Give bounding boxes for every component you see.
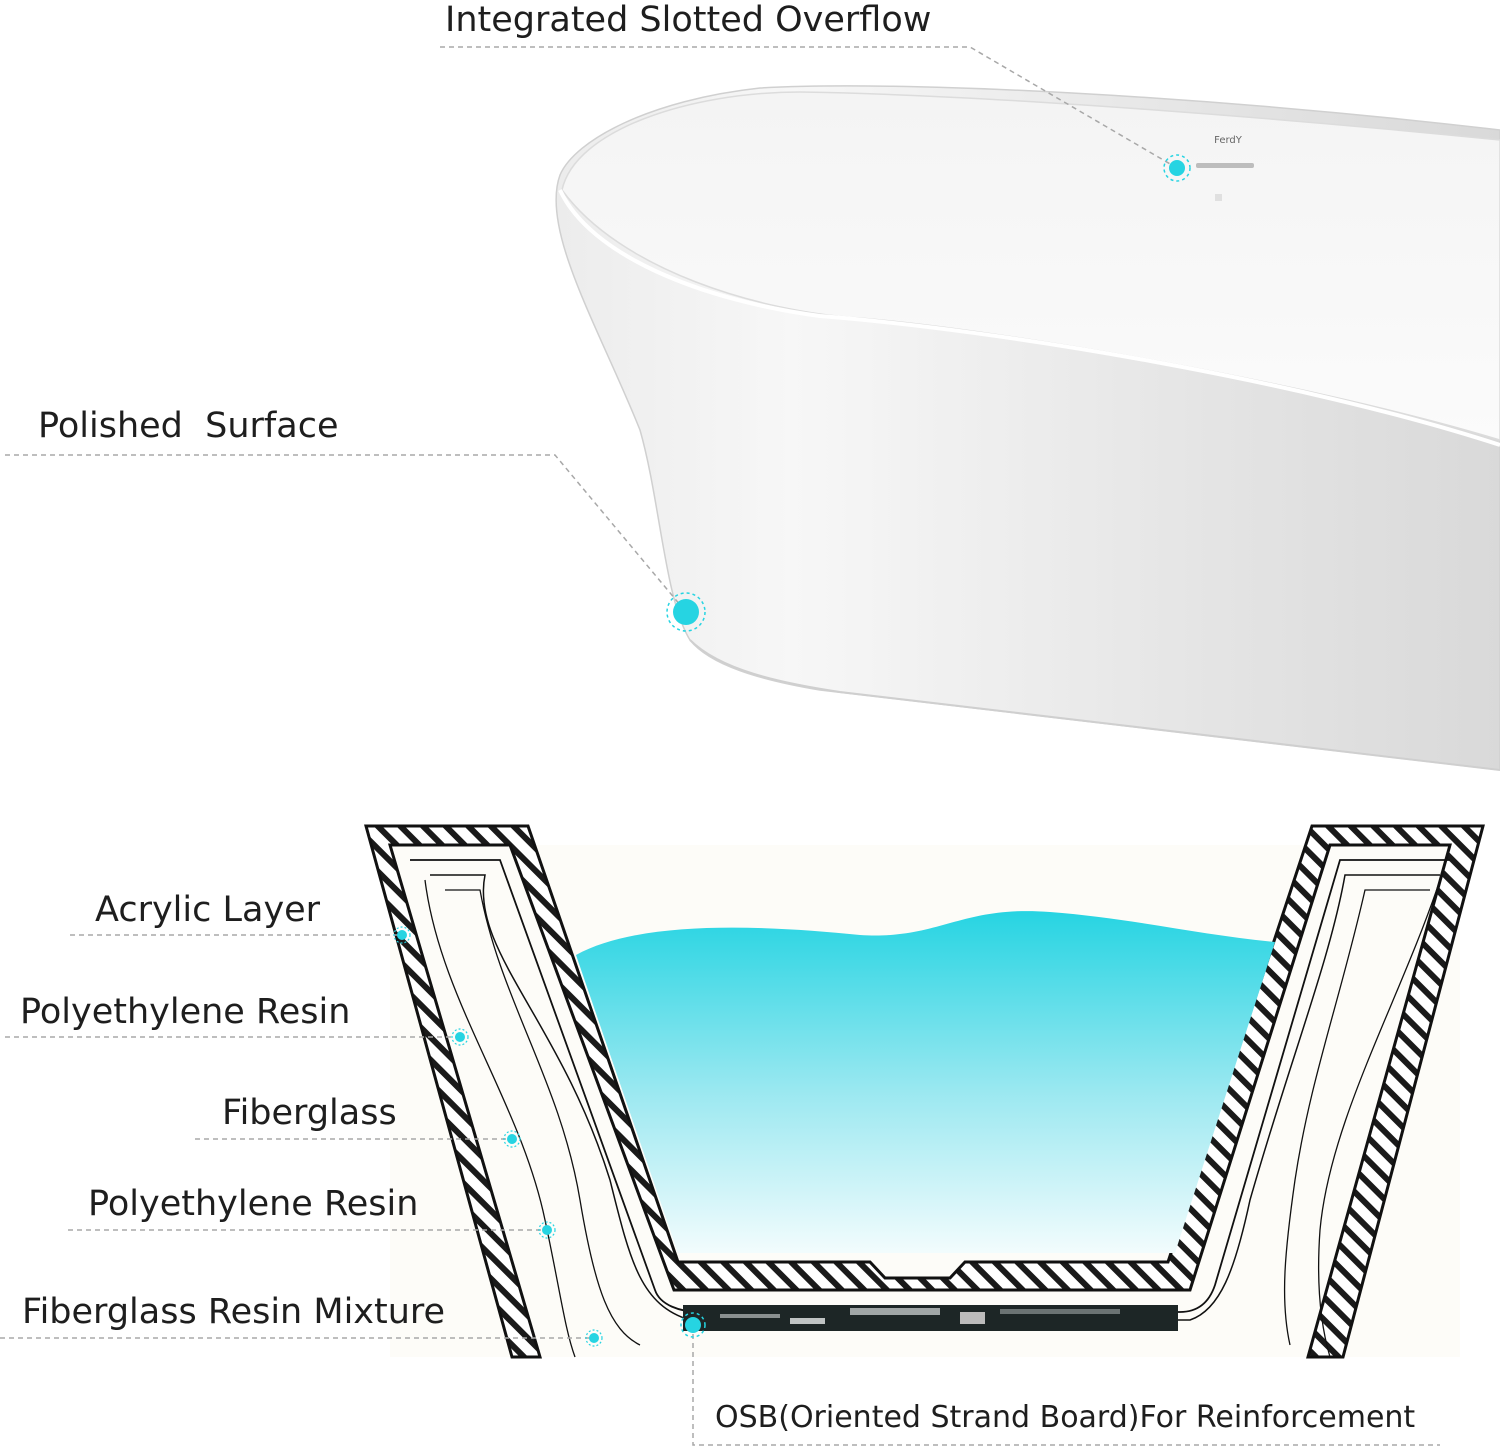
marker-polished [666,592,706,632]
marker-acrylic [393,926,411,944]
leader-lines [0,46,1440,1446]
leader-osb [692,1325,1440,1446]
cross-section [364,824,1485,1359]
marker-fiberglass [503,1130,521,1148]
marker-resin2 [538,1221,556,1239]
layer-line-right-2 [1318,879,1441,1358]
osb-grain-3 [850,1308,940,1315]
markers [393,154,1191,1347]
brand-logo: FerdY [1214,135,1243,146]
layer-line-left-4 [424,879,576,1358]
leader-polished [5,454,687,613]
osb-grain-5 [1000,1309,1120,1314]
drain-button [1215,194,1222,201]
osb-grain-4 [960,1312,985,1324]
marker-resin1 [451,1028,469,1046]
marker-overflow [1163,154,1191,182]
layer-line-left-3 [445,889,641,1346]
label-fiberglass: Fiberglass [222,1093,397,1133]
label-integrated-slotted-overflow: Integrated Slotted Overflow [445,0,932,40]
layer-line-right-1 [1283,889,1430,1346]
osb-grain-2 [790,1318,825,1324]
overflow-slot [1196,163,1254,168]
left-wall-hatch [364,824,1485,1359]
tub-rim-highlight [558,189,1500,447]
water [576,911,1275,1253]
label-polyethylene-resin-1: Polyethylene Resin [20,992,351,1032]
tub-bottom-shadow [689,639,1500,771]
label-acrylic-layer: Acrylic Layer [95,890,321,930]
marker-mixture [585,1329,603,1347]
bathtub-illustration: FerdY [555,85,1500,771]
label-polyethylene-resin-2: Polyethylene Resin [88,1184,419,1224]
label-fiberglass-resin-mixture: Fiberglass Resin Mixture [22,1292,446,1332]
label-osb-reinforcement: OSB(Oriented Strand Board)For Reinforcem… [715,1400,1416,1435]
tub-inner-basin [561,91,1500,441]
marker-osb [680,1312,706,1338]
label-polished-surface: Polished Surface [38,406,339,446]
osb-grain-1 [720,1314,780,1318]
